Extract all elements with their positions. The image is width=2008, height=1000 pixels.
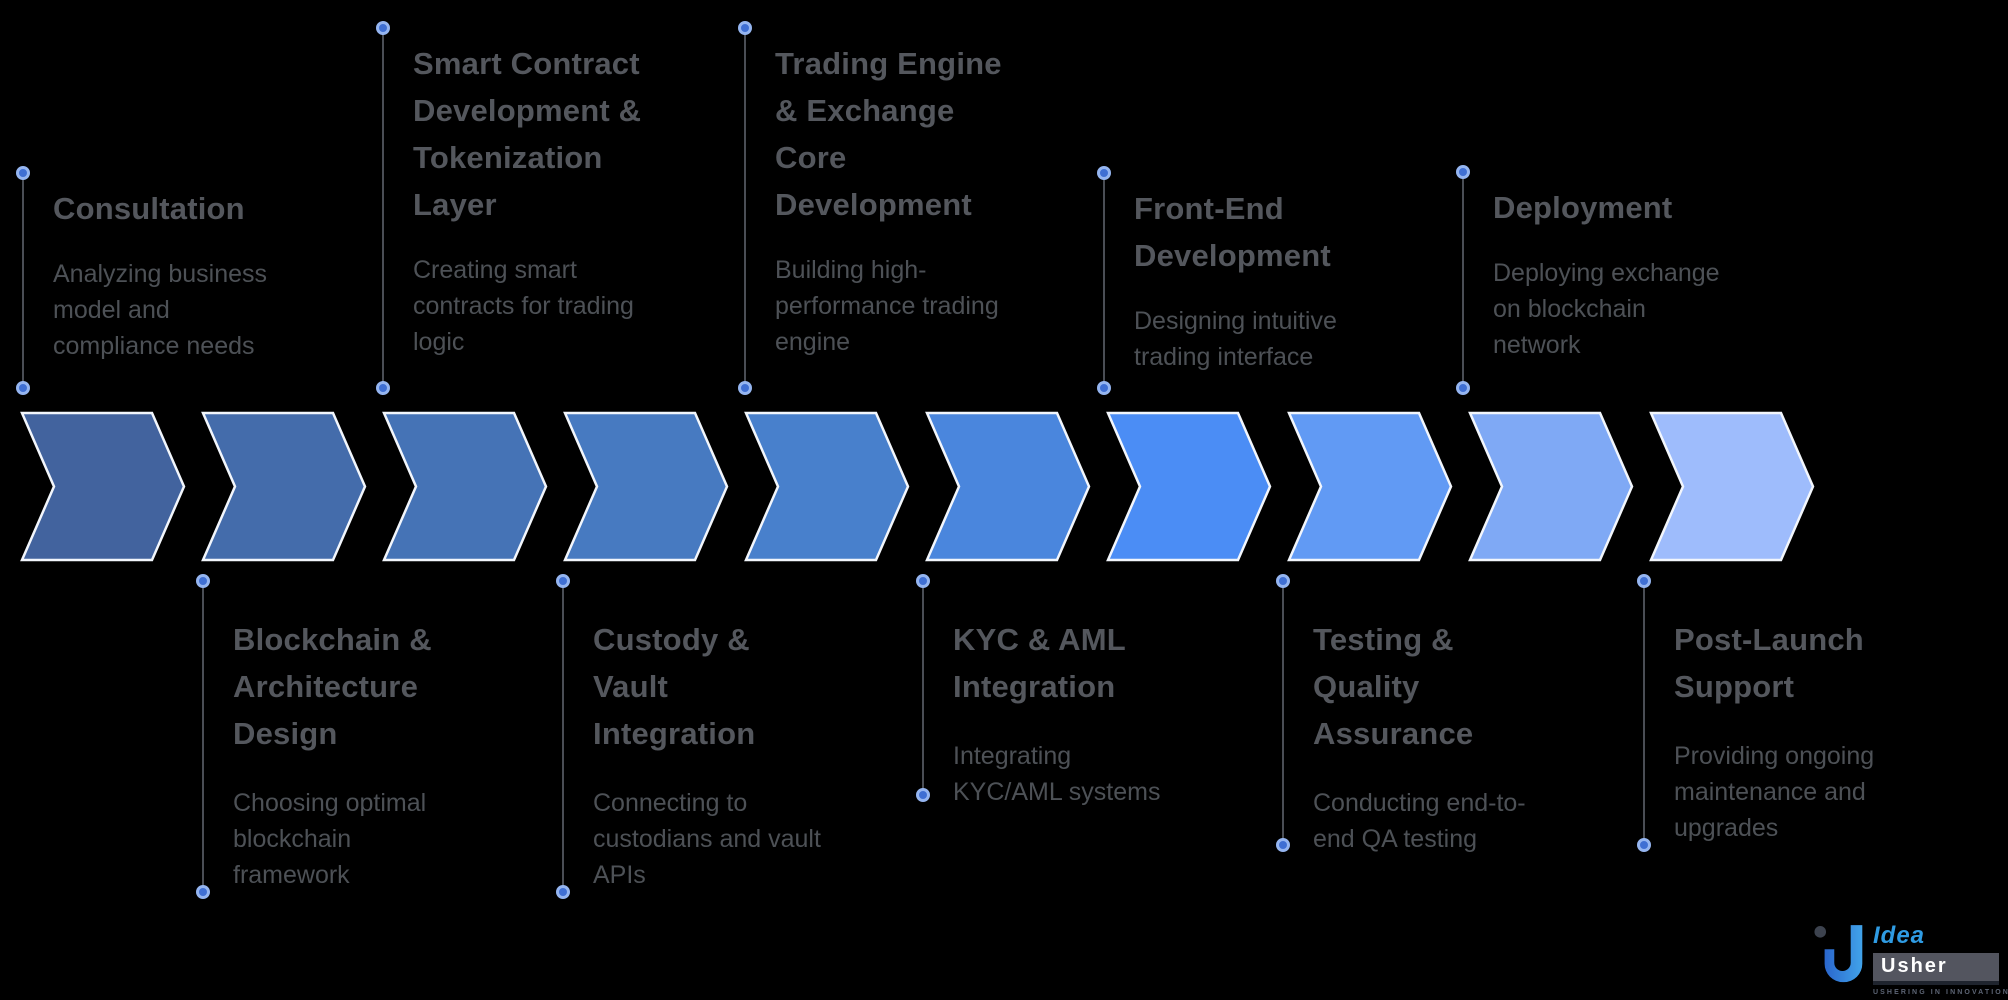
stage-title: Custody & Vault Integration	[593, 622, 756, 751]
stage-description: Choosing optimal blockchain framework	[233, 789, 427, 889]
connector-dot-bottom	[376, 381, 390, 395]
connector-dot-top	[1637, 574, 1651, 588]
stage-title: Consultation	[53, 191, 245, 226]
connector-dot-top	[376, 21, 390, 35]
chevron-4	[563, 411, 729, 562]
stage-title: Smart Contract Development & Tokenizatio…	[413, 46, 642, 222]
stage-label-consultation: Consultation Analyzing business model an…	[16, 166, 267, 395]
idea-usher-logo-mark-icon	[1814, 925, 1863, 983]
connector-line	[744, 28, 746, 388]
chevron-2	[201, 411, 367, 562]
brand-logo: Idea Usher USHERING IN INNOVATION	[1813, 916, 2008, 1000]
stage-description: Integrating KYC/AML systems	[953, 742, 1161, 806]
stage-title: KYC & AML Integration	[953, 622, 1126, 704]
connector-dot-top	[916, 574, 930, 588]
connector-dot-top	[738, 21, 752, 35]
chevron-8	[1287, 411, 1453, 562]
connector-dot-top	[556, 574, 570, 588]
connector-dot-top	[1456, 165, 1470, 179]
chevron-10	[1649, 411, 1815, 562]
stage-label-blockchain-architecture: Blockchain & Architecture Design Choosin…	[196, 574, 432, 899]
stage-title: Trading Engine & Exchange Core Developme…	[775, 46, 1002, 222]
chevron-5	[744, 411, 910, 562]
chevron-7	[1106, 411, 1272, 562]
stage-description: Building high- performance trading engin…	[775, 256, 999, 356]
stage-label-smart-contract: Smart Contract Development & Tokenizatio…	[376, 21, 641, 395]
connector-dot-bottom	[1276, 838, 1290, 852]
stage-description: Providing ongoing maintenance and upgrad…	[1674, 742, 1875, 842]
chevron-6	[925, 411, 1091, 562]
connector-dot-bottom	[738, 381, 752, 395]
stage-title: Testing & Quality Assurance	[1313, 622, 1474, 751]
logo-tagline: USHERING IN INNOVATION	[1873, 989, 2008, 996]
connector-line	[382, 28, 384, 388]
connector-dot-bottom	[196, 885, 210, 899]
connector-dot-bottom	[1456, 381, 1470, 395]
stage-description: Analyzing business model and compliance …	[53, 260, 268, 360]
connector-dot-top	[16, 166, 30, 180]
connector-line	[22, 173, 24, 388]
stage-label-post-launch: Post-Launch Support Providing ongoing ma…	[1637, 574, 1874, 852]
connector-line	[1643, 581, 1645, 845]
stage-title: Post-Launch Support	[1674, 622, 1864, 704]
connector-dot-bottom	[916, 788, 930, 802]
stage-description: Deploying exchange on blockchain network	[1493, 259, 1720, 359]
logo-u-shape-icon	[1824, 925, 1863, 983]
connector-dot-bottom	[16, 381, 30, 395]
connector-line	[922, 581, 924, 795]
logo-dot-icon	[1814, 926, 1827, 938]
connector-dot-bottom	[1637, 838, 1651, 852]
stage-label-deployment: Deployment Deploying exchange on blockch…	[1456, 165, 1720, 395]
connector-line	[1462, 172, 1464, 388]
stage-title: Deployment	[1493, 190, 1673, 225]
connector-line	[202, 581, 204, 892]
connector-line	[1282, 581, 1284, 845]
stage-label-custody-vault: Custody & Vault Integration Connecting t…	[556, 574, 821, 899]
connector-line	[1103, 173, 1105, 388]
stage-label-trading-engine: Trading Engine & Exchange Core Developme…	[738, 21, 1002, 395]
logo-wordmark-usher: Usher	[1873, 953, 1999, 985]
stage-title: Blockchain & Architecture Design	[233, 622, 432, 751]
connector-dot-bottom	[556, 885, 570, 899]
connector-dot-bottom	[1097, 381, 1111, 395]
chevron-1	[20, 411, 186, 562]
connector-dot-top	[1097, 166, 1111, 180]
stage-title: Front-End Development	[1134, 191, 1331, 273]
stage-description: Creating smart contracts for trading log…	[413, 256, 634, 356]
chevron-3	[382, 411, 548, 562]
stage-label-kyc-aml: KYC & AML Integration Integrating KYC/AM…	[916, 574, 1160, 806]
connector-dot-top	[196, 574, 210, 588]
connector-dot-top	[1276, 574, 1290, 588]
logo-wordmark-idea: Idea	[1873, 922, 1926, 949]
stage-description: Conducting end-to- end QA testing	[1313, 789, 1526, 853]
connector-line	[562, 581, 564, 892]
stage-label-front-end: Front-End Development Designing intuitiv…	[1097, 166, 1337, 395]
stage-description: Designing intuitive trading interface	[1134, 307, 1337, 371]
stage-description: Connecting to custodians and vault APIs	[593, 789, 821, 889]
chevron-9	[1468, 411, 1634, 562]
stage-label-testing-qa: Testing & Quality Assurance Conducting e…	[1276, 574, 1526, 853]
